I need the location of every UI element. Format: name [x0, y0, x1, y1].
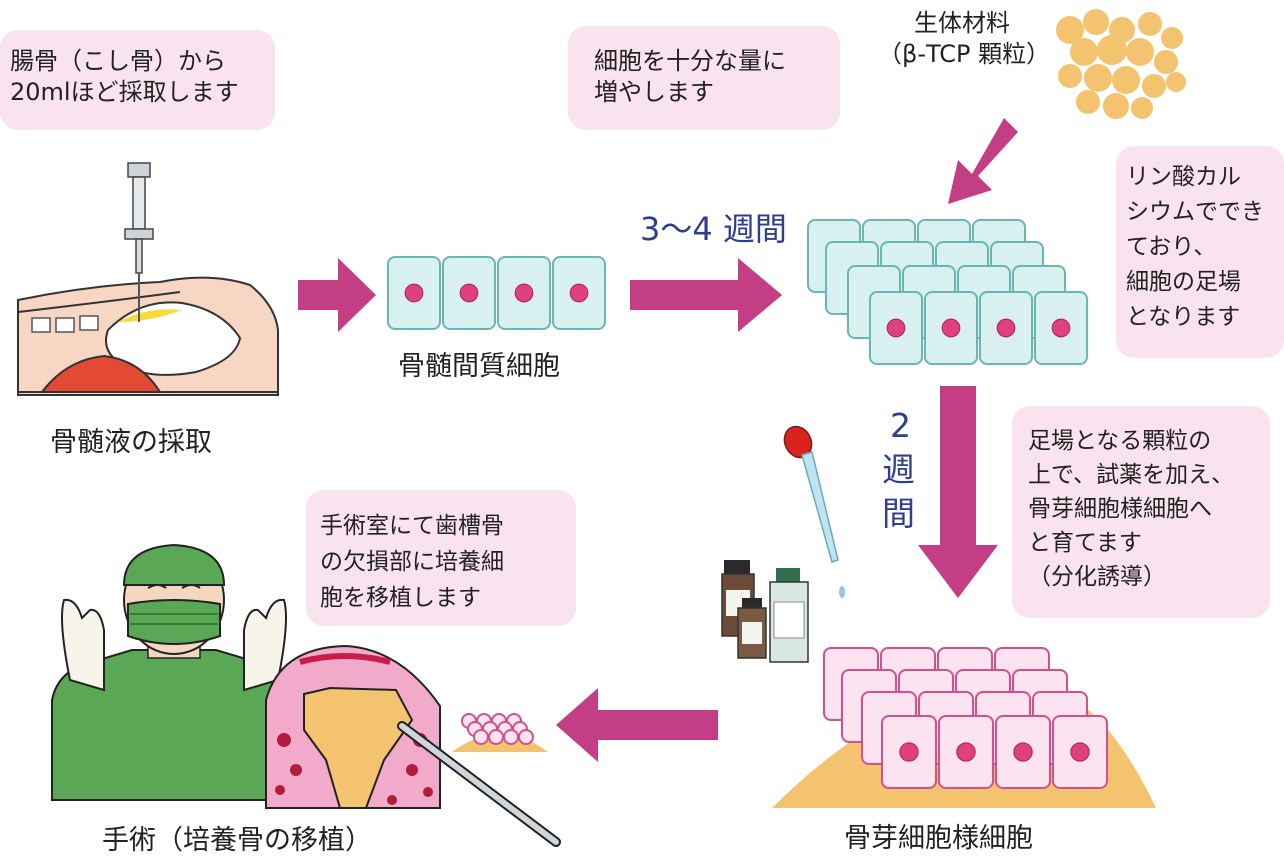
biomaterial-detail: （β-TCP 顆粒） [878, 40, 1051, 68]
jaw-defect-illustration [265, 644, 561, 847]
transplant-note-line-3: 胞を移植します [320, 585, 481, 611]
cell [518, 729, 534, 745]
differentiation-note-box [1012, 406, 1270, 618]
cultured-bone-mini [452, 713, 548, 752]
cell-nucleus [1051, 318, 1071, 338]
arrow-right-1 [298, 258, 376, 332]
osteoblast-cells-caption: 骨芽細胞様細胞 [844, 823, 1033, 854]
stromal-cells-row [387, 256, 606, 330]
cell [881, 715, 937, 789]
cell [979, 291, 1033, 365]
cell [387, 256, 441, 330]
harvest-note-box [0, 30, 275, 130]
cell-nucleus [1070, 742, 1090, 762]
biomaterial-name: 生体材料 [914, 9, 1010, 37]
cell-nucleus [886, 318, 906, 338]
cell [1034, 291, 1088, 365]
culture-duration: 3～4 週間 [640, 210, 787, 248]
differentiation-note-line-2: 上で、試薬を加え、 [1028, 462, 1235, 488]
dropper-illustration [783, 425, 845, 598]
cell [503, 729, 519, 745]
differentiation-duration-digit: 2 [890, 406, 911, 445]
differentiation-note: 足場となる顆粒の 上で、試薬を加え、 骨芽細胞様細胞へ と育てます （分化誘導） [1028, 424, 1234, 594]
cell-nucleus [899, 742, 919, 762]
culture-note-box [568, 26, 840, 130]
cell-nucleus [514, 283, 534, 303]
arrow-down [918, 386, 998, 598]
differentiation-duration: 2 週 間 [882, 404, 915, 536]
cell [1052, 715, 1108, 789]
harvest-note: 腸骨（こし骨）から 20mlほど採取します [10, 46, 239, 108]
transplant-note: 手術室にて歯槽骨 の欠損部に培養細 胞を移植します [320, 508, 504, 616]
arrow-diagonal [948, 118, 1018, 204]
cell [497, 256, 551, 330]
cell-nucleus [404, 283, 424, 303]
cell-nucleus [956, 742, 976, 762]
osteoblast-stack [772, 647, 1156, 808]
differentiation-note-line-4: と育てます [1028, 530, 1142, 556]
harvest-note-line-2: 20mlほど採取します [10, 78, 239, 106]
harvest-note-line-1: 腸骨（こし骨）から [10, 47, 226, 75]
cell [995, 715, 1051, 789]
scaffold-note-line-1: リン酸カル [1126, 164, 1241, 190]
differentiation-duration-char-2: 間 [882, 494, 915, 533]
cell [442, 256, 496, 330]
culture-note-line-1: 細胞を十分な量に [594, 47, 786, 75]
cell [924, 291, 978, 365]
cell [869, 291, 923, 365]
transplant-note-box [306, 490, 576, 626]
surgeon-illustration [51, 543, 295, 801]
biomaterial-label: 生体材料 （β-TCP 顆粒） [878, 8, 1050, 70]
cell-nucleus [1013, 742, 1033, 762]
arrow-left [556, 688, 718, 762]
cell [488, 729, 504, 745]
arrow-right-2 [630, 258, 782, 332]
harvest-caption: 骨髄液の採取 [50, 427, 212, 458]
scaffold-note-line-4: 細胞の足場 [1126, 269, 1241, 295]
scaffold-note-line-3: ており、 [1126, 234, 1217, 260]
culture-note: 細胞を十分な量に 増やします [594, 46, 786, 108]
cell-nucleus [459, 283, 479, 303]
scaffold-note: リン酸カル シウムででき ており、 細胞の足場 となります [1126, 160, 1264, 335]
reagent-bottles-illustration [721, 560, 809, 663]
differentiation-duration-char-1: 週 [882, 450, 915, 489]
differentiation-note-line-3: 骨芽細胞様細胞へ [1028, 496, 1212, 522]
scaffold-note-line-2: シウムででき [1126, 199, 1264, 225]
cell-nucleus [569, 283, 589, 303]
scaffold-note-box [1116, 146, 1284, 358]
marrow-aspiration-illustration [17, 162, 279, 396]
cell-nucleus [941, 318, 961, 338]
cell-nucleus [996, 318, 1016, 338]
cell [552, 256, 606, 330]
transplant-note-line-1: 手術室にて歯槽骨 [320, 513, 504, 539]
cell [473, 729, 489, 745]
stromal-cells-caption: 骨髄間質細胞 [398, 351, 560, 382]
cultured-cells-stack [807, 219, 1088, 365]
culture-note-line-2: 増やします [594, 78, 714, 106]
differentiation-note-line-5: （分化誘導） [1028, 564, 1166, 590]
cell [938, 715, 994, 789]
surgery-caption: 手術（培養骨の移植） [102, 825, 372, 856]
tcp-granules-illustration [1056, 9, 1186, 119]
differentiation-note-line-1: 足場となる顆粒の [1028, 428, 1212, 454]
scaffold-note-line-5: となります [1126, 304, 1241, 330]
transplant-note-line-2: の欠損部に培養細 [320, 549, 504, 575]
